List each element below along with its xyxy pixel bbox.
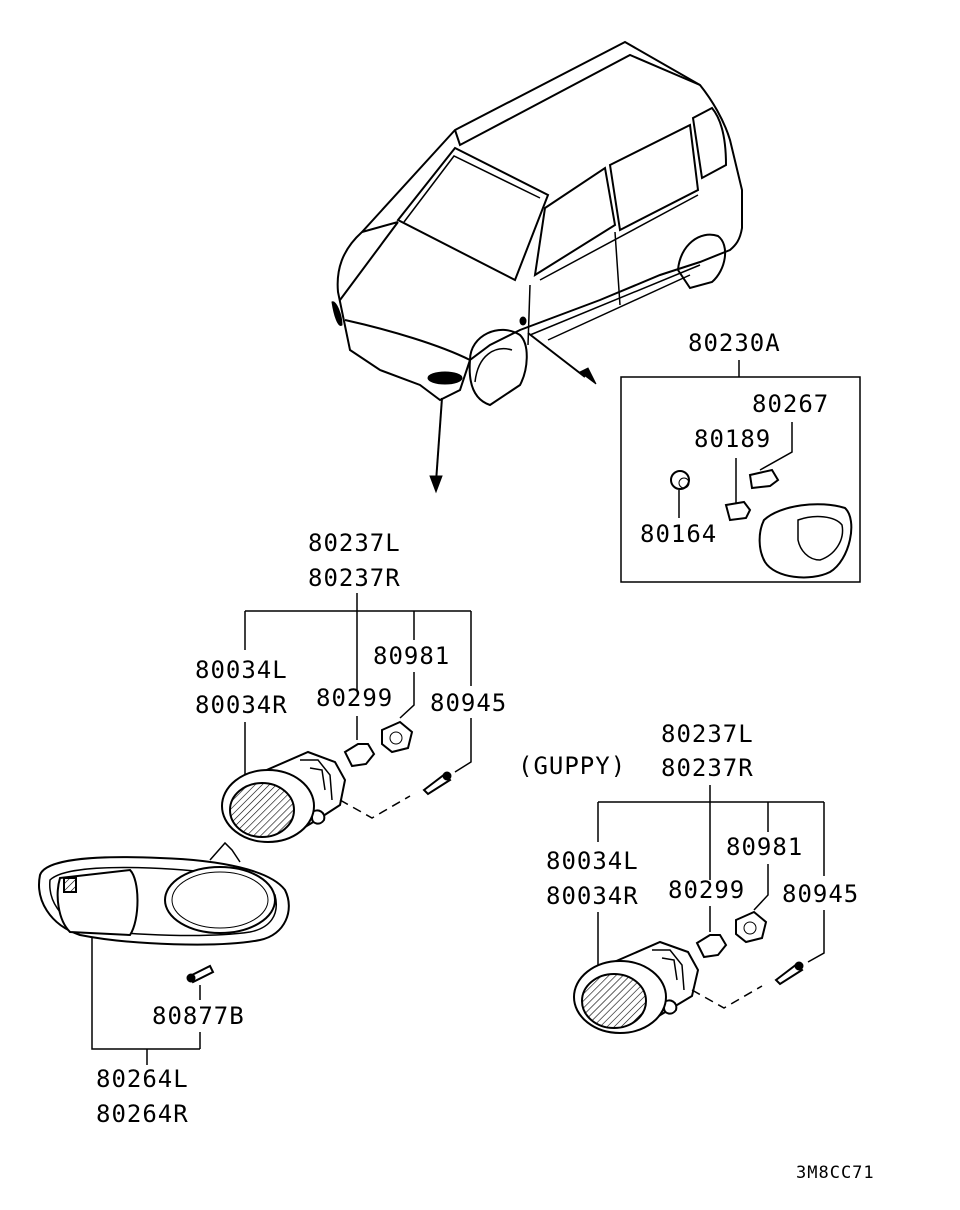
fog-lamp-upper-assembly-right-label: 80237R <box>308 564 401 592</box>
side-marker-socket-label: 80164 <box>640 520 717 548</box>
side-marker-assembly-label: 80230A <box>688 329 781 357</box>
fog-lamp-lower-bulb-icon <box>695 934 728 959</box>
fog-lamp-lower-socket-label: 80981 <box>726 833 803 861</box>
side-marker-assembly-group: 80230A 80267 80189 80164 <box>620 329 861 583</box>
fog-lamp-socket-icon <box>381 720 414 754</box>
bezel-screw-label: 80877B <box>152 1002 245 1030</box>
fog-lamp-bulb-icon <box>343 743 376 768</box>
fog-lamp-upper-screw-label: 80945 <box>430 689 507 717</box>
fog-lamp-lower-lens-icon <box>581 973 647 1029</box>
fog-lamp-lower-variant-label: (GUPPY) <box>518 752 626 780</box>
fog-lamp-lens-icon <box>229 782 295 838</box>
vehicle-illustration <box>331 40 743 494</box>
fog-lamp-upper-group: 80237L 80237R 80034L 80034R 80299 80981 … <box>195 529 507 843</box>
fog-lamp-lower-assembly-right-label: 80237R <box>661 754 754 782</box>
fog-lamp-lower-socket-icon <box>735 910 768 944</box>
wedge-bulb-icon <box>724 500 752 522</box>
fog-lamp-lower-screw-icon <box>774 962 804 986</box>
side-marker-clip-label: 80267 <box>752 390 829 418</box>
fog-lamp-upper-assembly-left-label: 80237L <box>308 529 401 557</box>
fog-lamp-lower-assembly-left-label: 80237L <box>661 720 754 748</box>
fog-lamp-screw-icon <box>422 772 452 796</box>
fog-lamp-lower-screw-label: 80945 <box>782 880 859 908</box>
bezel-left-label: 80264L <box>96 1065 189 1093</box>
side-marker-detail-box <box>620 376 861 583</box>
fog-lamp-lower-lens-right-label: 80034R <box>546 882 639 910</box>
fog-lamp-lower-group: (GUPPY) 80237L 80237R 80034L 80034R 8029… <box>518 720 859 1034</box>
clip-icon <box>748 468 780 490</box>
bezel-right-label: 80264R <box>96 1100 189 1128</box>
fog-lamp-lower-bulb-label: 80299 <box>668 876 745 904</box>
fog-lamp-lower-lens-left-label: 80034L <box>546 847 639 875</box>
drawing-code: 3M8CC71 <box>796 1163 875 1183</box>
fog-lamp-upper-socket-label: 80981 <box>373 642 450 670</box>
bezel-group: 80877B 80264L 80264R <box>38 841 290 1128</box>
fog-lamp-upper-bulb-label: 80299 <box>316 684 393 712</box>
fog-lamp-upper-lens-left-label: 80034L <box>195 656 288 684</box>
side-marker-bulb-label: 80189 <box>694 425 771 453</box>
side-marker-lens-icon <box>758 503 853 579</box>
fog-lamp-upper-lens-right-label: 80034R <box>195 691 288 719</box>
